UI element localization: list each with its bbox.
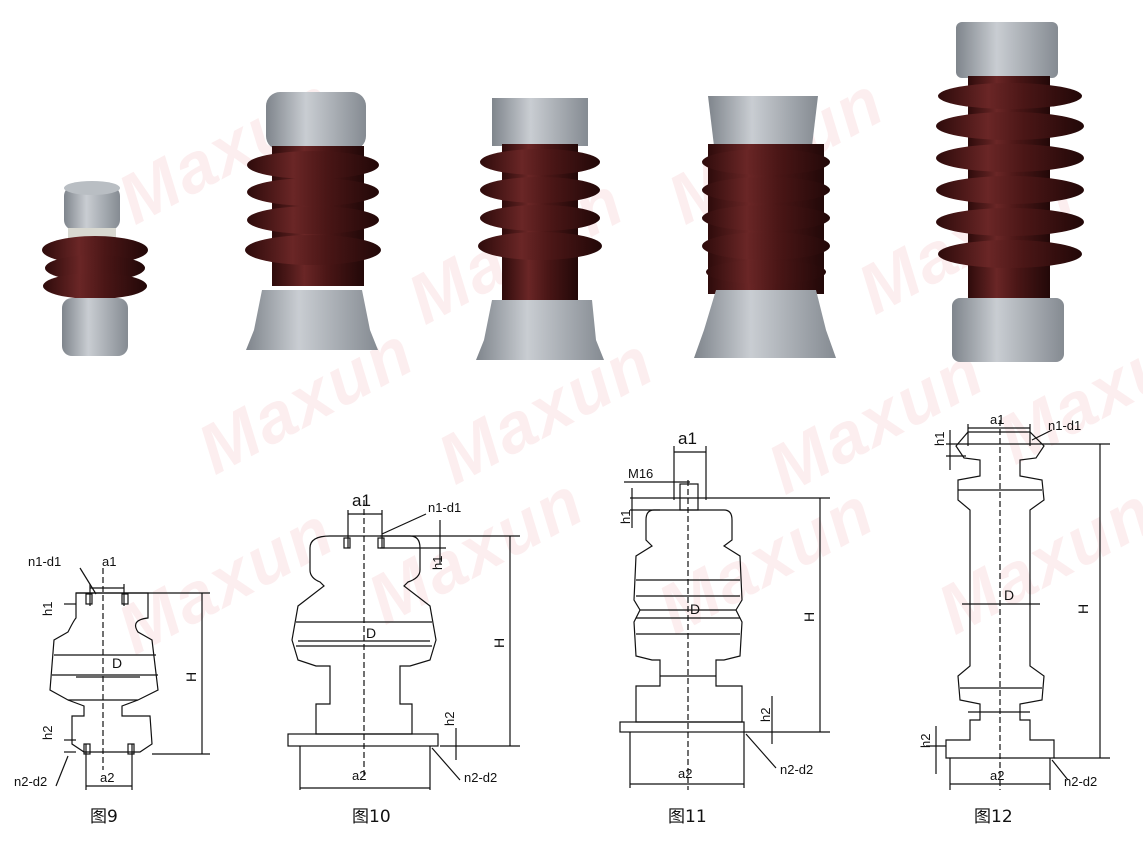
fig12-labels: h1 a1 n1-d1 D H h2 a2 n2-d2 图12 [918, 412, 1097, 827]
fig12-a2-label: a2 [990, 768, 1004, 783]
fig11-h1-label: h1 [618, 510, 633, 524]
fig12-h2-label: h2 [918, 734, 933, 748]
fig12-h1-label: h1 [932, 432, 947, 446]
fig9-caption: 图9 [90, 807, 118, 827]
fig10-n2d2-label: n2-d2 [464, 770, 497, 785]
drawing-fig12 [926, 420, 1110, 790]
fig10-D-label: D [366, 625, 376, 641]
fig9-a1-label: a1 [102, 554, 116, 569]
fig10-a1-label: a1 [352, 491, 371, 510]
fig12-a1-label: a1 [990, 412, 1004, 427]
drawing-fig11 [619, 446, 830, 790]
fig9-n2d2-label: n2-d2 [14, 774, 47, 789]
fig12-H-label: H [1075, 604, 1091, 614]
fig12-n2d2-label: n2-d2 [1064, 774, 1097, 789]
fig11-a1-label: a1 [678, 429, 697, 448]
fig12-D-label: D [1004, 587, 1014, 603]
insulator-photo-3 [476, 98, 604, 360]
insulator-photo-1 [42, 181, 148, 356]
fig9-h2-label: h2 [40, 726, 55, 740]
fig11-caption: 图11 [668, 807, 707, 827]
fig9-labels: n1-d1 a1 h1 D H h2 n2-d2 a2 图9 [14, 554, 199, 827]
fig11-D-label: D [690, 601, 700, 617]
fig10-H-label: H [491, 638, 507, 648]
fig10-n1d1-label: n1-d1 [428, 500, 461, 515]
fig10-a2-label: a2 [352, 768, 366, 783]
fig11-h2-label: h2 [758, 708, 773, 722]
fig11-n2d2-label: n2-d2 [780, 762, 813, 777]
fig11-M16-label: M16 [628, 466, 653, 481]
insulator-photo-5 [936, 22, 1084, 362]
drawing-fig10 [287, 500, 520, 790]
drawing-fig9 [49, 567, 210, 790]
fig10-caption: 图10 [352, 807, 391, 827]
insulator-photo-4 [694, 96, 836, 358]
fig12-n1d1-label: n1-d1 [1048, 418, 1081, 433]
fig10-h2-label: h2 [442, 712, 457, 726]
fig9-h1-label: h1 [40, 602, 55, 616]
fig9-H-label: H [183, 672, 199, 682]
insulator-photo-2 [245, 92, 381, 350]
fig11-labels: a1 M16 h1 D H h2 a2 n2-d2 图11 [618, 429, 817, 827]
fig9-n1d1-label: n1-d1 [28, 554, 61, 569]
fig10-h1-label: h1 [430, 556, 445, 570]
fig9-D-label: D [112, 655, 122, 671]
fig10-labels: a1 n1-d1 h1 D H h2 a2 n2-d2 图10 [352, 491, 507, 827]
fig11-a2-label: a2 [678, 766, 692, 781]
fig12-caption: 图12 [974, 807, 1013, 827]
fig11-H-label: H [801, 612, 817, 622]
fig9-a2-label: a2 [100, 770, 114, 785]
